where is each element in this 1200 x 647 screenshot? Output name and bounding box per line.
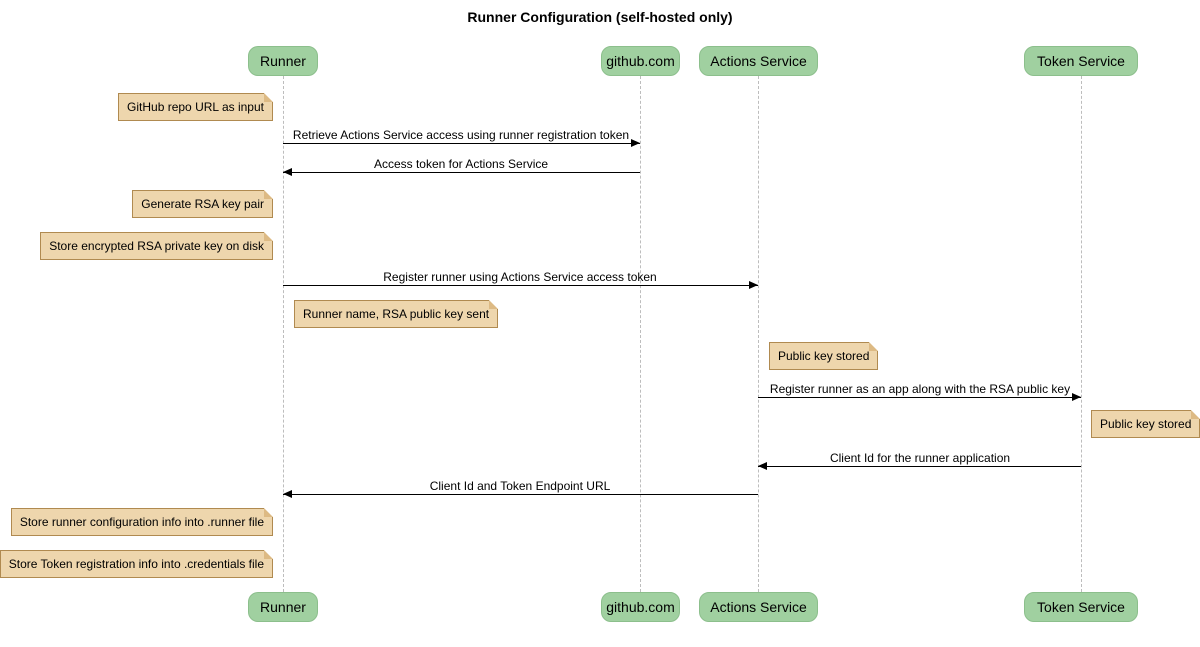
note-runner-name-sent: Runner name, RSA public key sent bbox=[294, 300, 499, 328]
diagram-title: Runner Configuration (self-hosted only) bbox=[467, 9, 733, 25]
message-line-access-token bbox=[283, 172, 640, 173]
lifeline-token-service bbox=[1081, 76, 1082, 592]
note-store-credentials-file: Store Token registration info into .cred… bbox=[0, 550, 274, 578]
message-label-register-app: Register runner as an app along with the… bbox=[769, 382, 1071, 396]
arrowhead-right-icon bbox=[1072, 393, 1081, 401]
participant-github-bottom: github.com bbox=[601, 592, 680, 622]
arrowhead-right-icon bbox=[749, 281, 758, 289]
participant-github-top: github.com bbox=[601, 46, 680, 76]
participant-runner-top: Runner bbox=[248, 46, 318, 76]
note-store-runner-file: Store runner configuration info into .ru… bbox=[10, 508, 274, 536]
message-line-register-app bbox=[758, 397, 1081, 398]
message-line-retrieve-access bbox=[283, 143, 640, 144]
note-generate-rsa-key-pair: Generate RSA key pair bbox=[132, 190, 273, 218]
message-label-retrieve-access: Retrieve Actions Service access using ru… bbox=[292, 128, 630, 142]
arrowhead-right-icon bbox=[631, 139, 640, 147]
message-label-client-id-endpoint: Client Id and Token Endpoint URL bbox=[429, 479, 611, 493]
lifeline-runner bbox=[283, 76, 284, 592]
participant-token-service-bottom: Token Service bbox=[1024, 592, 1138, 622]
arrowhead-left-icon bbox=[283, 168, 292, 176]
note-public-key-stored-token: Public key stored bbox=[1091, 410, 1200, 438]
message-label-client-id-app: Client Id for the runner application bbox=[829, 451, 1011, 465]
participant-actions-service-top: Actions Service bbox=[699, 46, 818, 76]
arrowhead-left-icon bbox=[758, 462, 767, 470]
note-public-key-stored-actions: Public key stored bbox=[769, 342, 879, 370]
message-line-client-id-app bbox=[758, 466, 1081, 467]
message-label-register-runner: Register runner using Actions Service ac… bbox=[383, 270, 657, 284]
participant-actions-service-bottom: Actions Service bbox=[699, 592, 818, 622]
lifeline-github bbox=[640, 76, 641, 592]
participant-runner-bottom: Runner bbox=[248, 592, 318, 622]
participant-token-service-top: Token Service bbox=[1024, 46, 1138, 76]
note-github-repo-url: GitHub repo URL as input bbox=[118, 93, 273, 121]
arrowhead-left-icon bbox=[283, 490, 292, 498]
message-line-register-runner bbox=[283, 285, 758, 286]
note-store-private-key: Store encrypted RSA private key on disk bbox=[40, 232, 273, 260]
message-label-access-token: Access token for Actions Service bbox=[373, 157, 549, 171]
message-line-client-id-endpoint bbox=[283, 494, 758, 495]
lifeline-actions-service bbox=[758, 76, 759, 592]
